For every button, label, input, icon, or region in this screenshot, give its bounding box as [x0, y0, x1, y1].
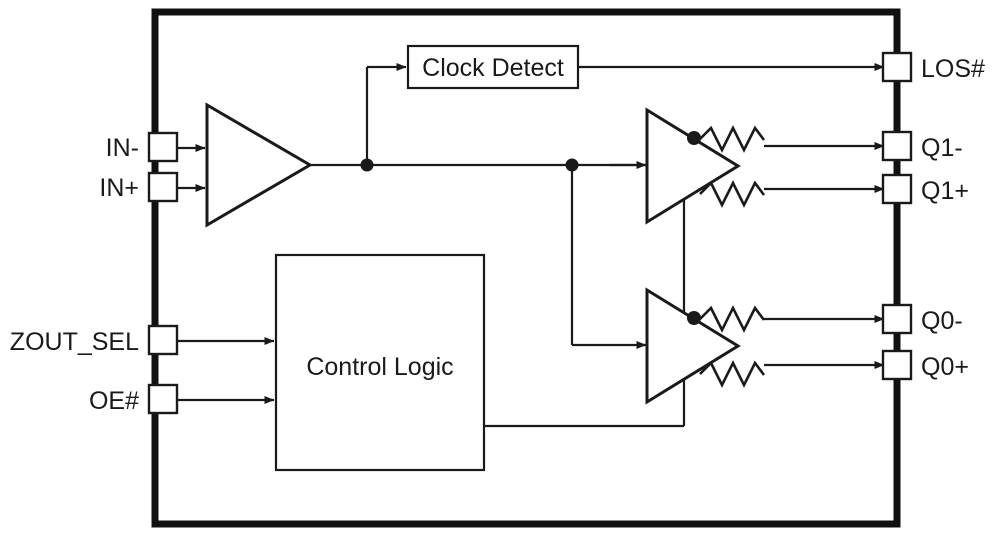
pin-label-q0-plus: Q0+: [921, 353, 969, 381]
input-buffer-amplifier: [205, 102, 313, 228]
pin-label-q1-minus: Q1-: [921, 134, 963, 162]
pin-label-los-hash: LOS#: [921, 55, 985, 83]
pin-pad-q0-plus[interactable]: [881, 349, 913, 381]
junction-dot-clock-detect: [360, 158, 374, 172]
pin-label-zout-sel: ZOUT_SEL: [10, 328, 139, 356]
pin-label-q0-minus: Q0-: [921, 307, 963, 335]
pin-label-in-plus: IN+: [99, 174, 139, 202]
device-outline: [151, 8, 901, 528]
clock-detect-block: [406, 44, 580, 90]
q0-minus-resistor: [699, 305, 766, 333]
clock-detect-label: Clock Detect: [422, 54, 564, 82]
pin-pad-q1-plus[interactable]: [881, 173, 913, 205]
q1-minus-tap-dot: [687, 131, 701, 145]
pin-pad-q0-minus[interactable]: [881, 303, 913, 335]
pin-pad-los-hash[interactable]: [881, 51, 913, 83]
pin-label-oe-hash: OE#: [89, 387, 139, 415]
q1-minus-resistor: [699, 125, 766, 153]
pin-pad-q1-minus[interactable]: [881, 130, 913, 162]
pin-pad-in-plus[interactable]: [147, 171, 179, 203]
q0-minus-tap-dot: [687, 311, 701, 325]
pin-pad-oe-hash[interactable]: [147, 383, 179, 415]
q0-output-buffer-amplifier: [645, 287, 741, 405]
q0-plus-resistor: [699, 360, 766, 388]
q1-output-buffer-amplifier: [645, 107, 741, 225]
pin-label-q1-plus: Q1+: [921, 177, 969, 205]
control-logic-label: Control Logic: [306, 353, 453, 381]
pin-pad-in-minus[interactable]: [147, 131, 179, 163]
q1-plus-resistor: [699, 180, 766, 208]
control-logic-block: [274, 253, 486, 472]
pin-pad-zout-sel[interactable]: [147, 324, 179, 356]
pin-label-in-minus: IN-: [106, 134, 139, 162]
